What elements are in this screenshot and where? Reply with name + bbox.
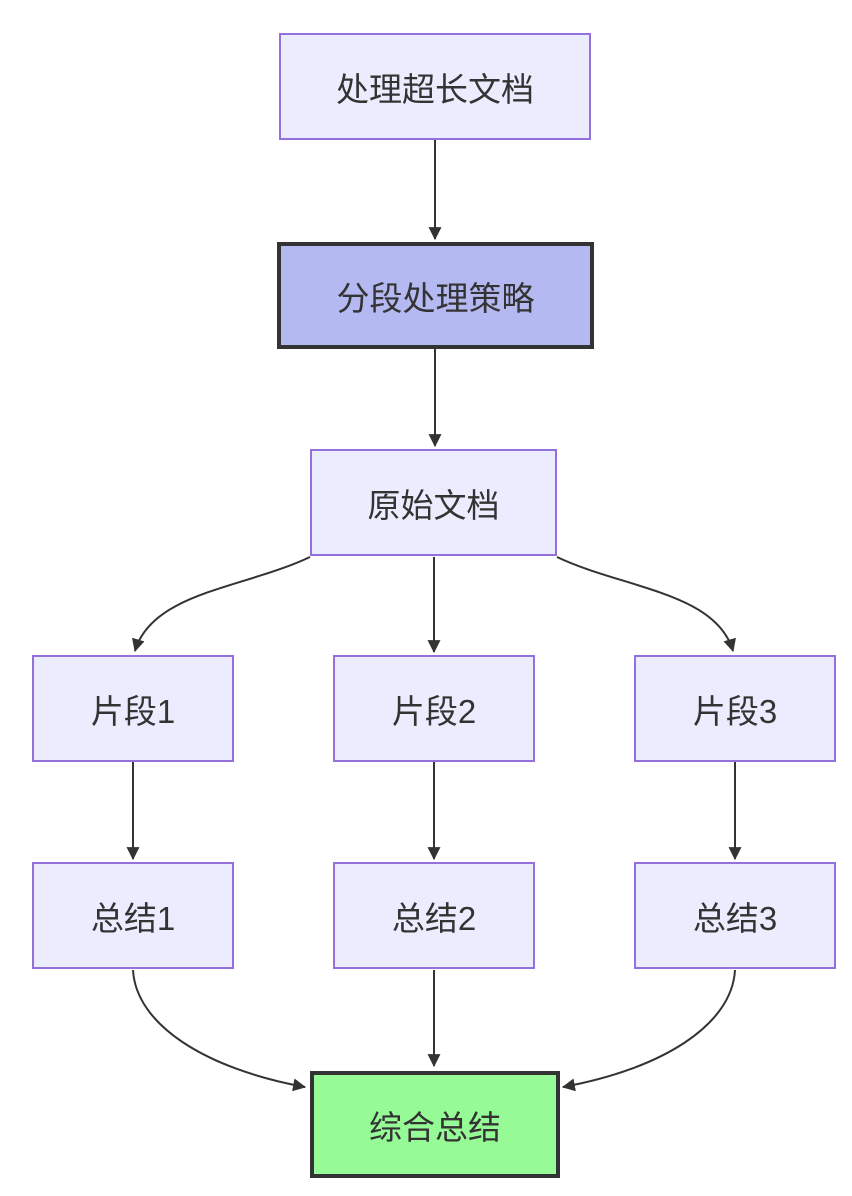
edge-original-document-to-segment-3 <box>556 556 736 653</box>
node-segment-2: 片段2 <box>333 655 535 762</box>
node-summary-2: 总结2 <box>333 862 535 969</box>
edge-summary-3-to-final-summary <box>561 969 736 1092</box>
node-segment-3: 片段3 <box>634 655 836 762</box>
edge-original-document-to-segment-1 <box>132 556 311 653</box>
node-summary-1: 总结1 <box>32 862 234 969</box>
node-segmentation-strategy: 分段处理策略 <box>277 242 594 349</box>
node-handle-long-document: 处理超长文档 <box>279 33 591 140</box>
node-original-document: 原始文档 <box>310 449 557 556</box>
edge-summary-1-to-final-summary <box>132 969 307 1092</box>
node-final-summary: 综合总结 <box>310 1071 560 1178</box>
node-summary-3: 总结3 <box>634 862 836 969</box>
node-segment-1: 片段1 <box>32 655 234 762</box>
